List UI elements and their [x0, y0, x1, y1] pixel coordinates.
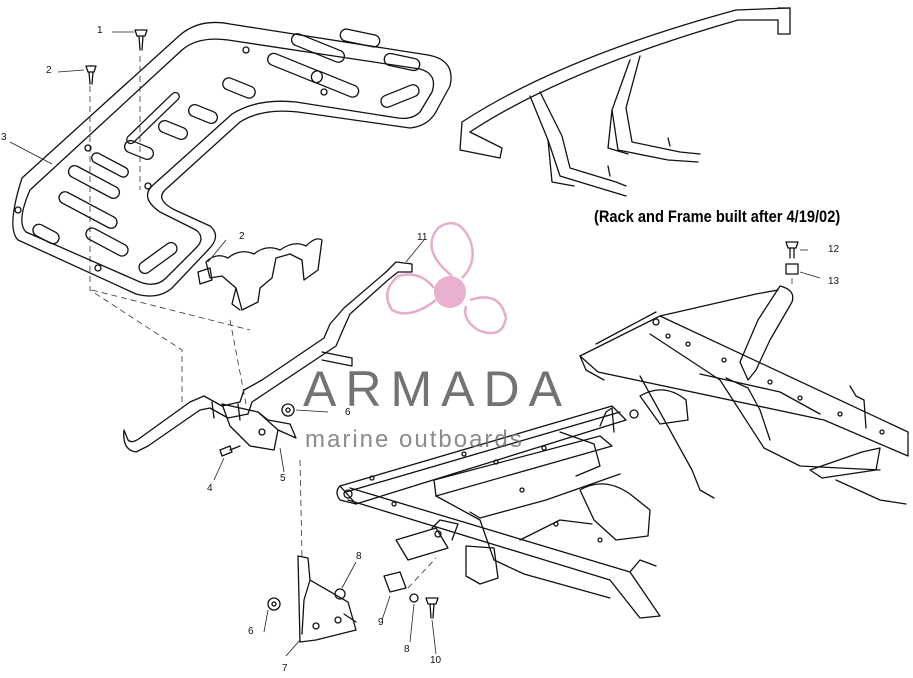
callout-11: 11	[417, 232, 428, 243]
hardware	[85, 29, 799, 619]
callout-6: 6	[345, 407, 351, 418]
rack-support-bar	[123, 261, 413, 453]
rack-support-bracket	[459, 7, 791, 197]
callout-8: 8	[356, 551, 362, 562]
assembly-lines	[89, 56, 793, 589]
mount-bracket-7	[297, 555, 357, 643]
frame-date-note: (Rack and Frame built after 4/19/02)	[594, 207, 841, 226]
leader-lines	[9, 31, 821, 657]
wave-bracket	[205, 238, 323, 311]
callout-12: 12	[828, 244, 840, 255]
callout-10: 10	[430, 655, 442, 666]
frame-after-4-19-02	[579, 285, 909, 505]
callout-4: 4	[207, 483, 213, 494]
callout-2: 2	[46, 65, 52, 76]
watermark-title: ARMADA	[303, 361, 571, 417]
mount-bracket-5	[221, 403, 297, 451]
callout-9: 9	[378, 617, 384, 628]
callout-6b: 6	[248, 626, 254, 637]
callout-5: 5	[280, 473, 286, 484]
callout-3: 3	[1, 132, 7, 143]
callout-7: 7	[282, 663, 288, 674]
rear-rack	[12, 21, 452, 297]
watermark-subtitle: marine outboards	[305, 426, 524, 453]
atv-frame	[336, 405, 661, 619]
armada-logo-icon	[385, 221, 508, 335]
callout-1: 1	[97, 25, 103, 36]
callout-2b: 2	[239, 231, 245, 242]
callout-8b: 8	[404, 644, 410, 655]
callout-13: 13	[828, 276, 840, 287]
